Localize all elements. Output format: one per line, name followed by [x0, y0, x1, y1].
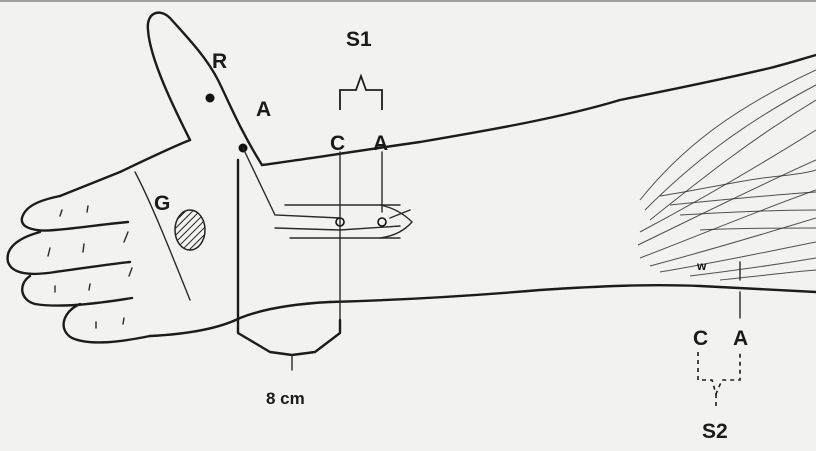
ground-electrode [175, 210, 205, 250]
label-c2: C [693, 327, 708, 350]
little-finger [64, 304, 150, 342]
s1-bracket [340, 76, 382, 110]
label-s1: S1 [346, 28, 372, 51]
label-c1: C [330, 132, 345, 155]
nerve-lines [243, 148, 400, 238]
ring-finger [22, 276, 132, 306]
label-a-hand: A [256, 98, 271, 121]
wrist-tendon-sketch [380, 205, 412, 238]
palm-top-edge [60, 140, 190, 196]
palm-bottom-edge [150, 302, 330, 336]
thumb-outline [148, 13, 262, 165]
label-a2: A [733, 327, 748, 350]
s2-cathode-mark: w [696, 259, 707, 273]
distance-bracket [238, 160, 340, 355]
arm-outline-bottom [330, 285, 816, 302]
label-r: R [212, 50, 227, 73]
forearm-muscle-fibers [638, 70, 816, 280]
label-s2: S2 [702, 420, 728, 443]
index-finger [22, 196, 128, 231]
s2-bracket [698, 352, 740, 394]
label-g: G [154, 192, 170, 215]
stim-point-a1 [378, 218, 386, 226]
label-distance: 8 cm [266, 389, 305, 408]
label-a1: A [373, 132, 388, 155]
electrode-r-dot [206, 94, 215, 103]
middle-finger [8, 232, 130, 274]
